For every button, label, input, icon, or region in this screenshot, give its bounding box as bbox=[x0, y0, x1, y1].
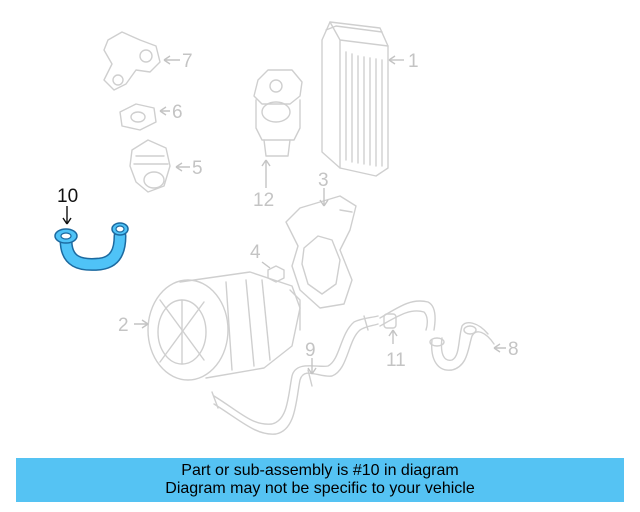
leader-11 bbox=[388, 329, 398, 344]
leader-1-arrow bbox=[388, 55, 396, 65]
callout-8: 8 bbox=[508, 339, 519, 360]
leader-5 bbox=[175, 162, 190, 172]
leader-8 bbox=[493, 343, 506, 353]
leader-12 bbox=[261, 159, 271, 188]
part-10-hose bbox=[54, 222, 129, 271]
leader-6 bbox=[159, 106, 170, 116]
leader-10 bbox=[62, 206, 72, 225]
part-1-canister bbox=[321, 21, 389, 177]
part-8-hose bbox=[429, 322, 495, 371]
part-3-shield bbox=[285, 195, 357, 309]
callout-9: 9 bbox=[305, 340, 316, 361]
part-12-valve bbox=[253, 69, 303, 157]
callout-2: 2 bbox=[118, 315, 129, 336]
callout-6: 6 bbox=[172, 102, 183, 123]
parts-diagram: 1 12 7 6 5 10 bbox=[54, 21, 519, 435]
part-6-gasket bbox=[119, 103, 157, 131]
leader-4 bbox=[261, 261, 271, 269]
part-7-bracket bbox=[103, 31, 161, 91]
callout-5: 5 bbox=[192, 158, 203, 179]
callout-7: 7 bbox=[182, 51, 193, 72]
leader-3 bbox=[319, 188, 329, 207]
leader-7 bbox=[163, 55, 180, 65]
part-9-hose bbox=[211, 315, 379, 435]
callout-3: 3 bbox=[318, 170, 329, 191]
part-5-fitting bbox=[129, 139, 171, 193]
leader-9 bbox=[307, 358, 317, 375]
callout-12: 12 bbox=[253, 190, 274, 211]
part-2-air-pump bbox=[147, 271, 301, 381]
callout-4: 4 bbox=[250, 242, 261, 263]
caption-banner: Part or sub-assembly is #10 in diagram D… bbox=[16, 458, 624, 502]
part-4-nut bbox=[267, 265, 285, 283]
callout-10: 10 bbox=[57, 186, 78, 207]
part-11-connector bbox=[379, 300, 436, 331]
callout-11: 11 bbox=[386, 350, 406, 371]
leader-2 bbox=[134, 319, 149, 329]
callout-1: 1 bbox=[408, 51, 419, 72]
caption-line-1: Part or sub-assembly is #10 in diagram bbox=[181, 462, 459, 479]
caption-line-2: Diagram may not be specific to your vehi… bbox=[165, 480, 475, 497]
